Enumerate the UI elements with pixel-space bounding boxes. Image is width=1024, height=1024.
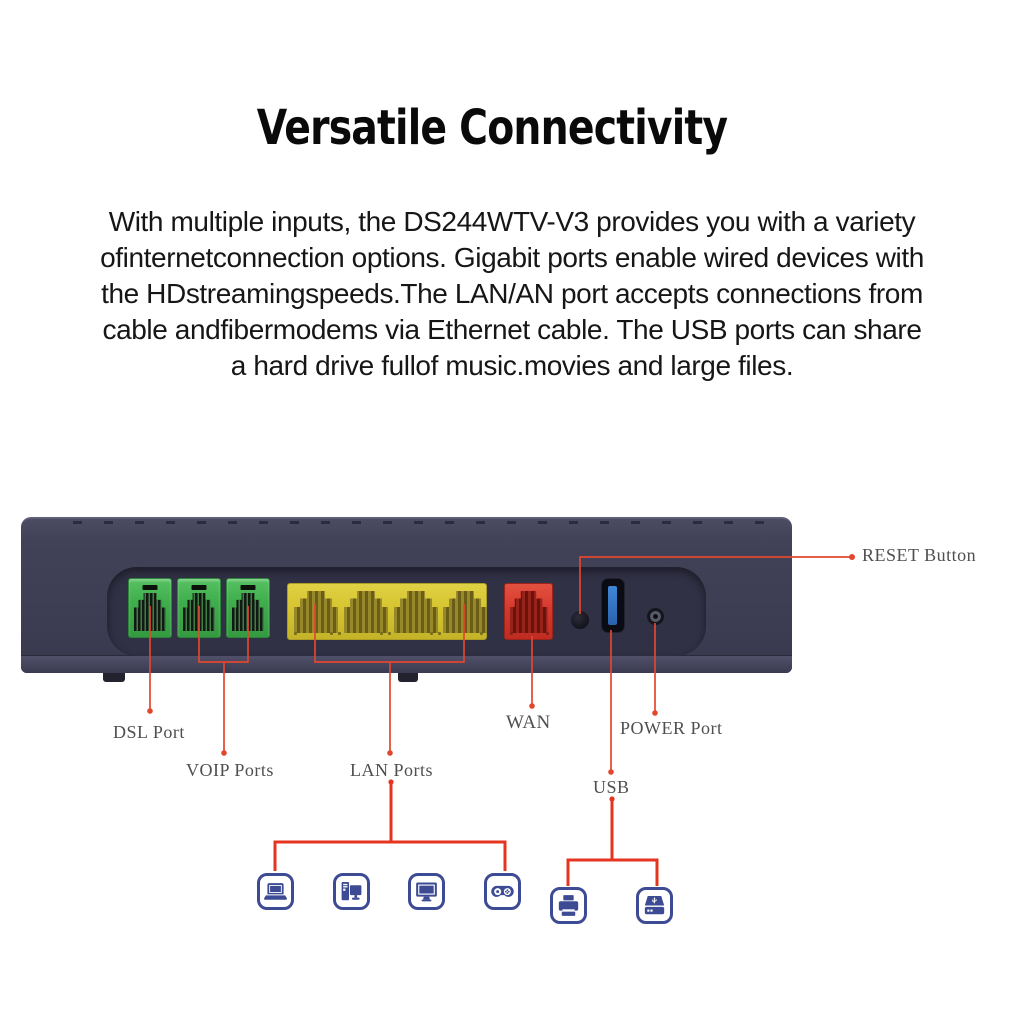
description-line: With multiple inputs, the DS244WTV-V3 pr… <box>108 206 916 237</box>
game-controller-icon <box>484 873 521 910</box>
power-jack <box>647 608 664 625</box>
vent-slots <box>73 521 770 524</box>
reset-line <box>579 554 855 614</box>
description-line: ofinternetconnection options. Gigabit po… <box>100 242 924 273</box>
laptop-icon <box>257 873 294 910</box>
power-line <box>652 623 658 716</box>
router-foot <box>103 673 125 682</box>
dsl-line <box>147 606 153 714</box>
usb-port-label: USB <box>593 777 630 797</box>
rj11-latch <box>240 585 256 590</box>
usb-hard-drive-icon <box>636 887 673 924</box>
description-line: cable andfibermodems via Ethernet cable.… <box>102 314 922 345</box>
dsl-port-label: DSL Port <box>113 722 185 742</box>
usb-port <box>601 578 625 633</box>
monitor-icon <box>408 873 445 910</box>
reset-button <box>571 611 589 629</box>
description-line: a hard drive fullof music.movies and lar… <box>230 350 794 381</box>
voip-ports-label: VOIP Ports <box>186 760 274 780</box>
rj11-latch <box>191 585 207 590</box>
router-foot <box>398 673 418 682</box>
page-title: Versatile Connectivity <box>256 100 728 156</box>
usb-line <box>608 630 614 775</box>
rj11-latch <box>142 585 158 590</box>
lan-bracket-line <box>314 604 465 756</box>
wan-port <box>504 583 553 640</box>
wan-port-label: WAN <box>506 712 551 733</box>
desktop-computer-icon <box>333 873 370 910</box>
description-paragraph: With multiple inputs, the DS244WTV-V3 pr… <box>20 204 1004 384</box>
usb-tongue <box>608 586 617 625</box>
wan-line <box>529 636 535 709</box>
description-line: the HDstreamingspeeds.The LAN/AN port ac… <box>101 278 923 309</box>
printer-icon <box>550 887 587 924</box>
lan-ports-label: LAN Ports <box>350 760 434 780</box>
lan-devices-bracket <box>273 779 507 871</box>
usb-devices-bracket <box>566 796 659 886</box>
reset-button-label: RESET Button <box>862 545 977 565</box>
lan-port-block <box>287 583 487 640</box>
power-port-label: POWER Port <box>620 718 723 738</box>
screw-dots <box>510 632 513 635</box>
screw-dots <box>294 632 297 635</box>
voip-bracket-line <box>198 606 249 756</box>
